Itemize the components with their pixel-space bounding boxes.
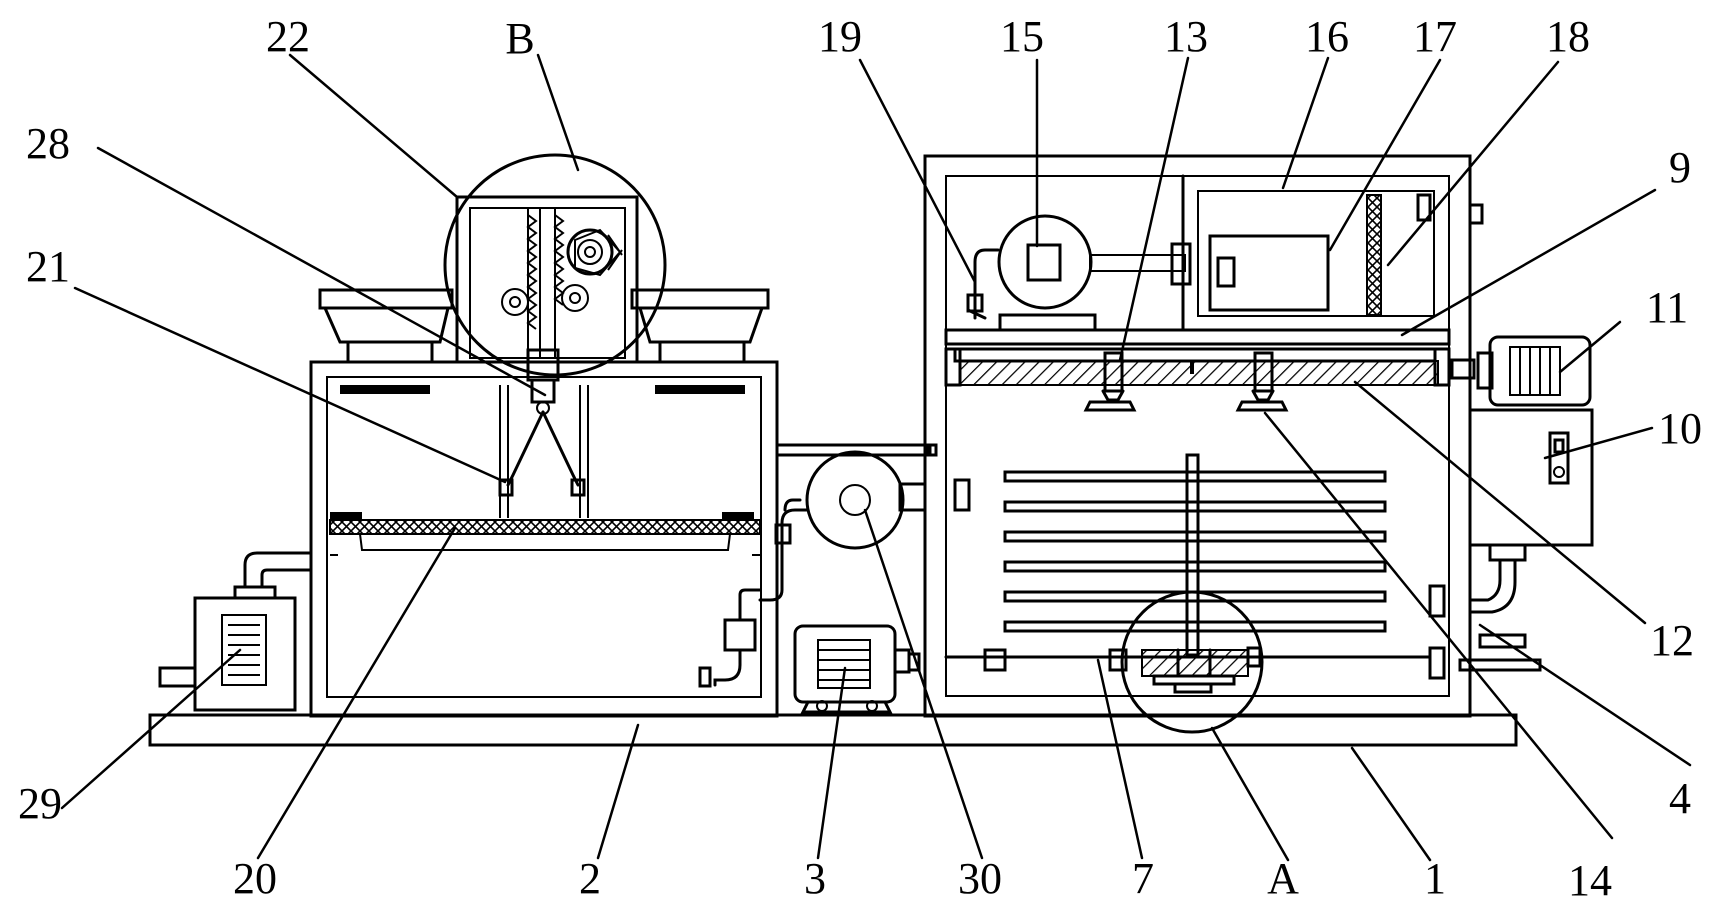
callout-18: 18 <box>1546 12 1590 61</box>
callout-16: 16 <box>1305 12 1349 61</box>
callout-9: 9 <box>1669 143 1691 192</box>
callout-12: 12 <box>1650 616 1694 665</box>
callout-28: 28 <box>26 119 70 168</box>
motor-3 <box>793 624 921 714</box>
detail-circle-b <box>443 153 667 377</box>
callout-3: 3 <box>804 854 826 903</box>
callout-13: 13 <box>1164 12 1208 61</box>
callout-29: 29 <box>18 779 62 828</box>
upper-compartment <box>944 174 1451 346</box>
callout-7: 7 <box>1132 854 1154 903</box>
hopper-right <box>630 288 770 394</box>
hopper-left <box>318 288 454 394</box>
motor-11 <box>1476 335 1592 407</box>
screw-rail <box>944 347 1476 412</box>
leader-lines <box>60 53 1692 862</box>
callout-21: 21 <box>26 242 70 291</box>
callout-15: 15 <box>1000 12 1044 61</box>
callout-30: 30 <box>958 854 1002 903</box>
callout-a: A <box>1267 854 1299 903</box>
callout-4: 4 <box>1669 774 1691 823</box>
control-box-10 <box>1468 408 1594 614</box>
gear-box <box>455 195 639 364</box>
bottom-shaft <box>944 646 1432 694</box>
callout-1: 1 <box>1424 854 1446 903</box>
callout-19: 19 <box>818 12 862 61</box>
callout-labels: 22 B 28 21 19 15 13 16 17 18 9 11 10 12 … <box>18 12 1702 905</box>
callout-22: 22 <box>266 12 310 61</box>
detail-circle-a <box>1120 590 1264 734</box>
tong-assembly <box>498 348 589 518</box>
callout-20: 20 <box>233 854 277 903</box>
callout-2: 2 <box>579 854 601 903</box>
filter-screen <box>329 512 761 556</box>
callout-14: 14 <box>1568 856 1612 905</box>
callout-b: B <box>505 14 534 63</box>
base-plate <box>148 713 1518 747</box>
callout-10: 10 <box>1658 404 1702 453</box>
box-17 <box>1208 193 1432 316</box>
callout-17: 17 <box>1413 12 1457 61</box>
fin-stack <box>1003 453 1387 657</box>
pump-29 <box>158 551 313 712</box>
pipe-connectors <box>953 478 1542 680</box>
callout-11: 11 <box>1646 283 1688 332</box>
motor-15 <box>966 214 1192 332</box>
